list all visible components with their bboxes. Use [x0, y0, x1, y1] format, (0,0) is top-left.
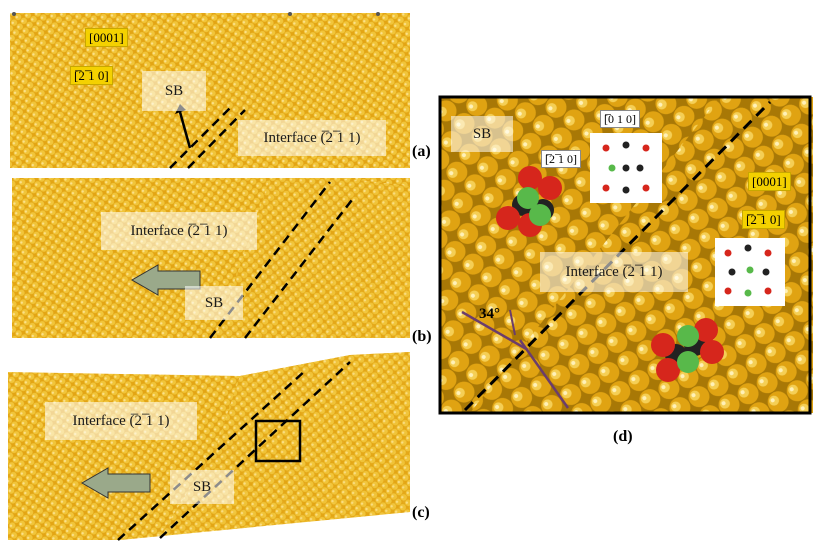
shear-direction-arrow	[80, 467, 151, 499]
sb-direction-arrow	[178, 111, 192, 149]
panel-tag-a: (a)	[412, 143, 431, 160]
interface-label-d: Interface (̅2 ̅1 1)	[540, 252, 688, 292]
interface-label-a: Interface (̅2 ̅1 1)	[238, 120, 386, 156]
atom-cluster-upper	[496, 166, 562, 237]
zoom-region-box	[254, 419, 302, 463]
a-axis-label-d-inset: [̅2 ̅1 0]	[541, 150, 581, 168]
sb-label-d: SB	[451, 116, 513, 152]
crystal-inset-upper	[590, 133, 662, 203]
crystal-inset-lower	[715, 238, 785, 306]
prism-direction-label: [̅0 1 0]	[600, 110, 640, 128]
angle-label: 34°	[479, 306, 500, 322]
a-axis-label-a: [̅2 ̅1 0]	[70, 66, 113, 85]
panel-tag-c: (c)	[412, 504, 430, 521]
panel-c-atoms	[8, 352, 410, 541]
c-axis-label-a: [0001]	[85, 28, 128, 47]
sb-label-b: SB	[185, 286, 243, 320]
a-axis-label-d: [̅2 ̅1 0]	[742, 210, 785, 229]
atom-cluster-lower	[651, 318, 724, 382]
panel-tag-d: (d)	[613, 428, 633, 445]
sb-label-c: SB	[170, 470, 234, 504]
interface-label-c: Interface (̅2 ̅1 1)	[45, 402, 197, 440]
c-axis-label-d: [0001]	[748, 172, 791, 191]
panel-tag-b: (b)	[412, 328, 432, 345]
interface-label-b: Interface (̅2 ̅1 1)	[101, 212, 257, 250]
sb-label-a: SB	[142, 71, 206, 111]
